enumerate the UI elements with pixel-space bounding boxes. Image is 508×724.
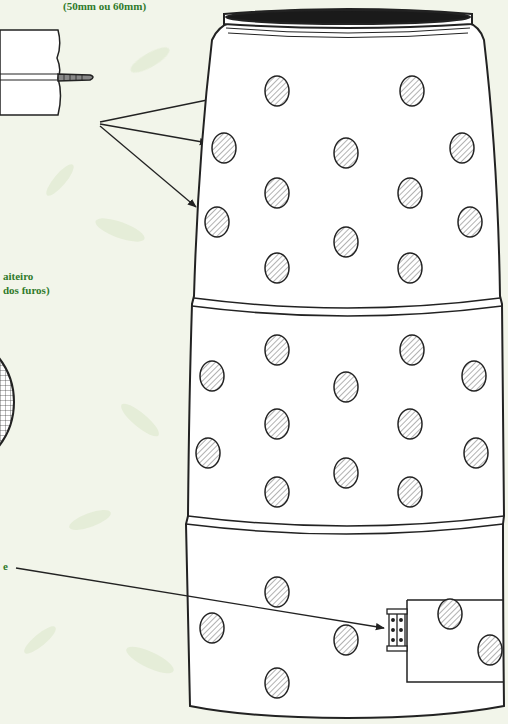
hole [265, 178, 289, 208]
tube-detail [0, 30, 93, 115]
callout-label: e [2, 560, 9, 573]
hole [450, 133, 474, 163]
leaf-texture [21, 43, 177, 678]
mesh-screen [0, 330, 14, 474]
hole [438, 599, 462, 629]
hole [334, 372, 358, 402]
hole [398, 409, 422, 439]
hole [458, 207, 482, 237]
hole [334, 138, 358, 168]
hole [212, 133, 236, 163]
hole [196, 438, 220, 468]
hole [265, 477, 289, 507]
callout-label: dos furos) [2, 284, 51, 297]
hole [334, 227, 358, 257]
hole [398, 253, 422, 283]
hole [478, 635, 502, 665]
callout-label: (50mm ou 60mm) [62, 0, 147, 13]
hole [265, 335, 289, 365]
hole [205, 207, 229, 237]
hinge [387, 609, 407, 651]
barrel-stack [186, 9, 504, 718]
hole [464, 438, 488, 468]
hole [334, 625, 358, 655]
hole [265, 253, 289, 283]
hole [265, 76, 289, 106]
hole [398, 178, 422, 208]
hole [200, 361, 224, 391]
hole [400, 76, 424, 106]
hole [398, 477, 422, 507]
hole [265, 409, 289, 439]
hole [400, 335, 424, 365]
hole [265, 577, 289, 607]
hole [200, 613, 224, 643]
hole [334, 458, 358, 488]
leader-line [16, 568, 384, 628]
hole [462, 361, 486, 391]
callout-label: aiteiro [2, 270, 34, 283]
hole [265, 668, 289, 698]
